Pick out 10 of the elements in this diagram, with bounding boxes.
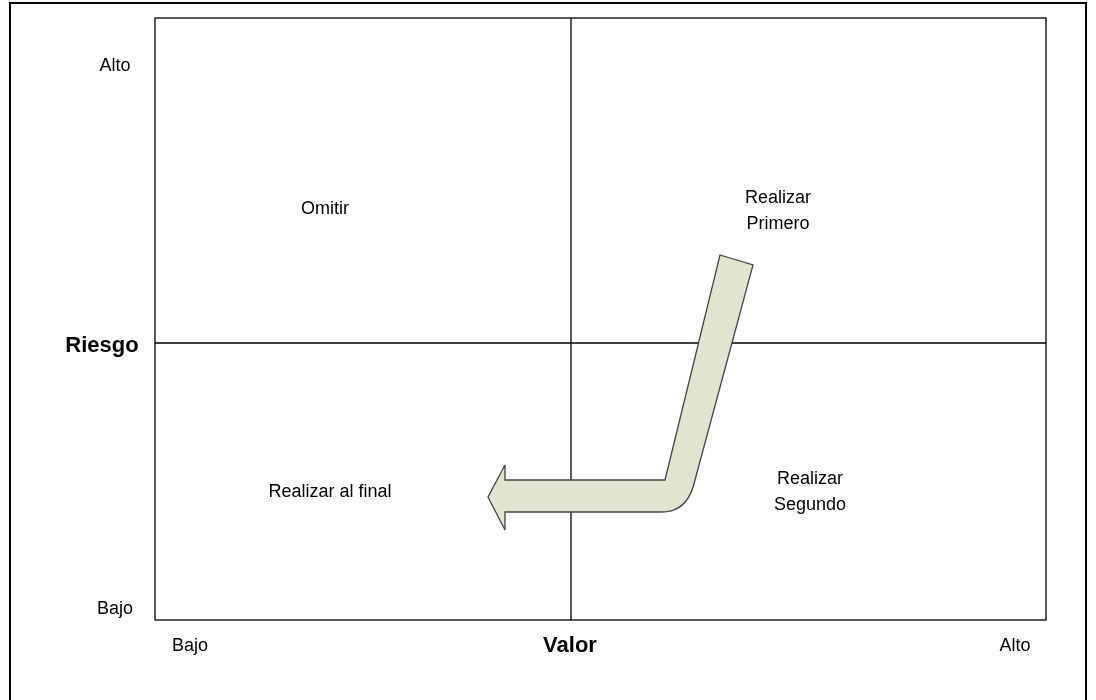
- axis-title: Valor: [543, 632, 597, 658]
- quadrant-label: Realizar Primero: [744, 186, 812, 235]
- axis-label: Alto: [999, 634, 1031, 657]
- axis-label: Bajo: [97, 597, 133, 620]
- axis-title: Riesgo: [65, 332, 139, 358]
- axis-label: Alto: [99, 54, 131, 77]
- quadrant-label: Realizar al final: [267, 480, 393, 503]
- quadrant-label: Realizar Segundo: [772, 467, 848, 516]
- axis-label: Bajo: [172, 634, 208, 657]
- quadrant-label: Omitir: [300, 197, 350, 220]
